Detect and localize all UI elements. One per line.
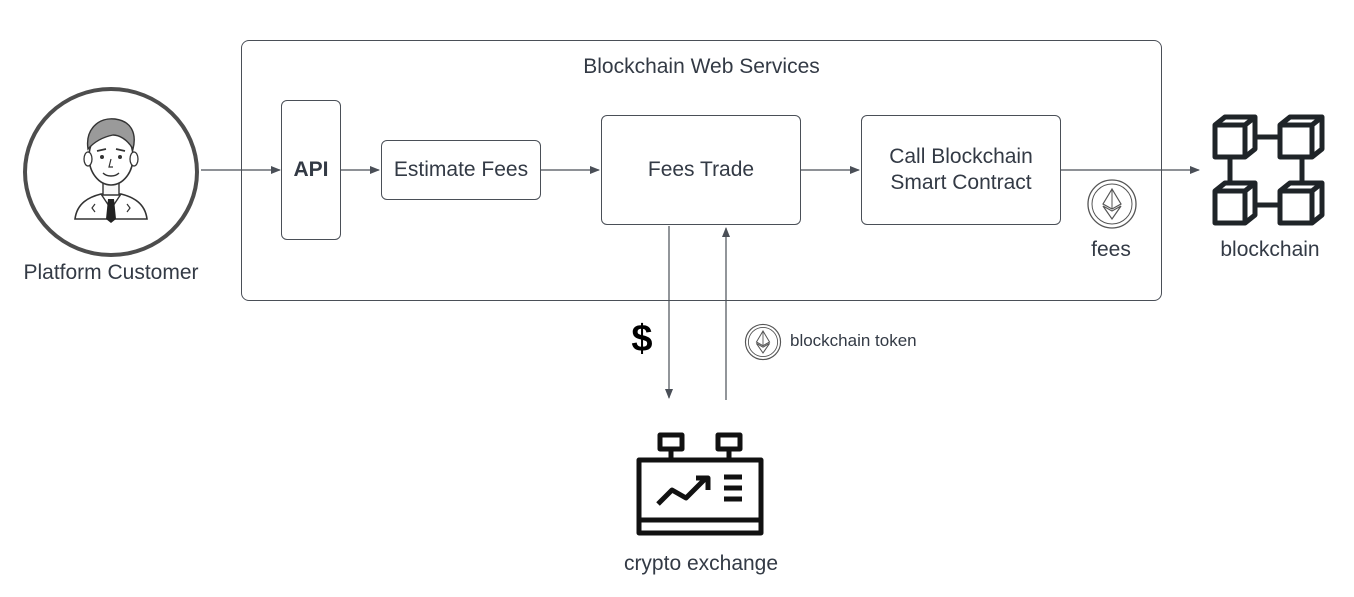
fees-label: fees [1091, 238, 1131, 261]
exchange-label: crypto exchange [623, 552, 779, 575]
call-contract-node: Call Blockchain Smart Contract [861, 115, 1061, 225]
token-label: blockchain token [790, 331, 917, 350]
customer-avatar [23, 87, 199, 257]
api-node: API [281, 100, 341, 240]
estimate-fees-node: Estimate Fees [381, 140, 541, 200]
blockchain-blocks-icon [1212, 114, 1325, 226]
businessman-avatar-icon [74, 118, 148, 223]
ethereum-icon [1087, 179, 1137, 229]
fees-trade-node: Fees Trade [601, 115, 801, 225]
call-contract-line1: Call Blockchain [889, 145, 1033, 168]
dollar-sign: $ [631, 318, 653, 360]
blockchain-web-services-container [241, 40, 1162, 301]
exchange-terminal-icon [636, 432, 764, 536]
container-title: Blockchain Web Services [583, 55, 820, 78]
ethereum-icon [744, 323, 782, 361]
fees-trade-label: Fees Trade [647, 158, 755, 181]
estimate-fees-label: Estimate Fees [393, 158, 529, 181]
call-contract-line2: Smart Contract [890, 171, 1032, 194]
api-label: API [293, 158, 329, 181]
customer-label: Platform Customer [23, 261, 199, 284]
blockchain-label: blockchain [1220, 238, 1320, 261]
